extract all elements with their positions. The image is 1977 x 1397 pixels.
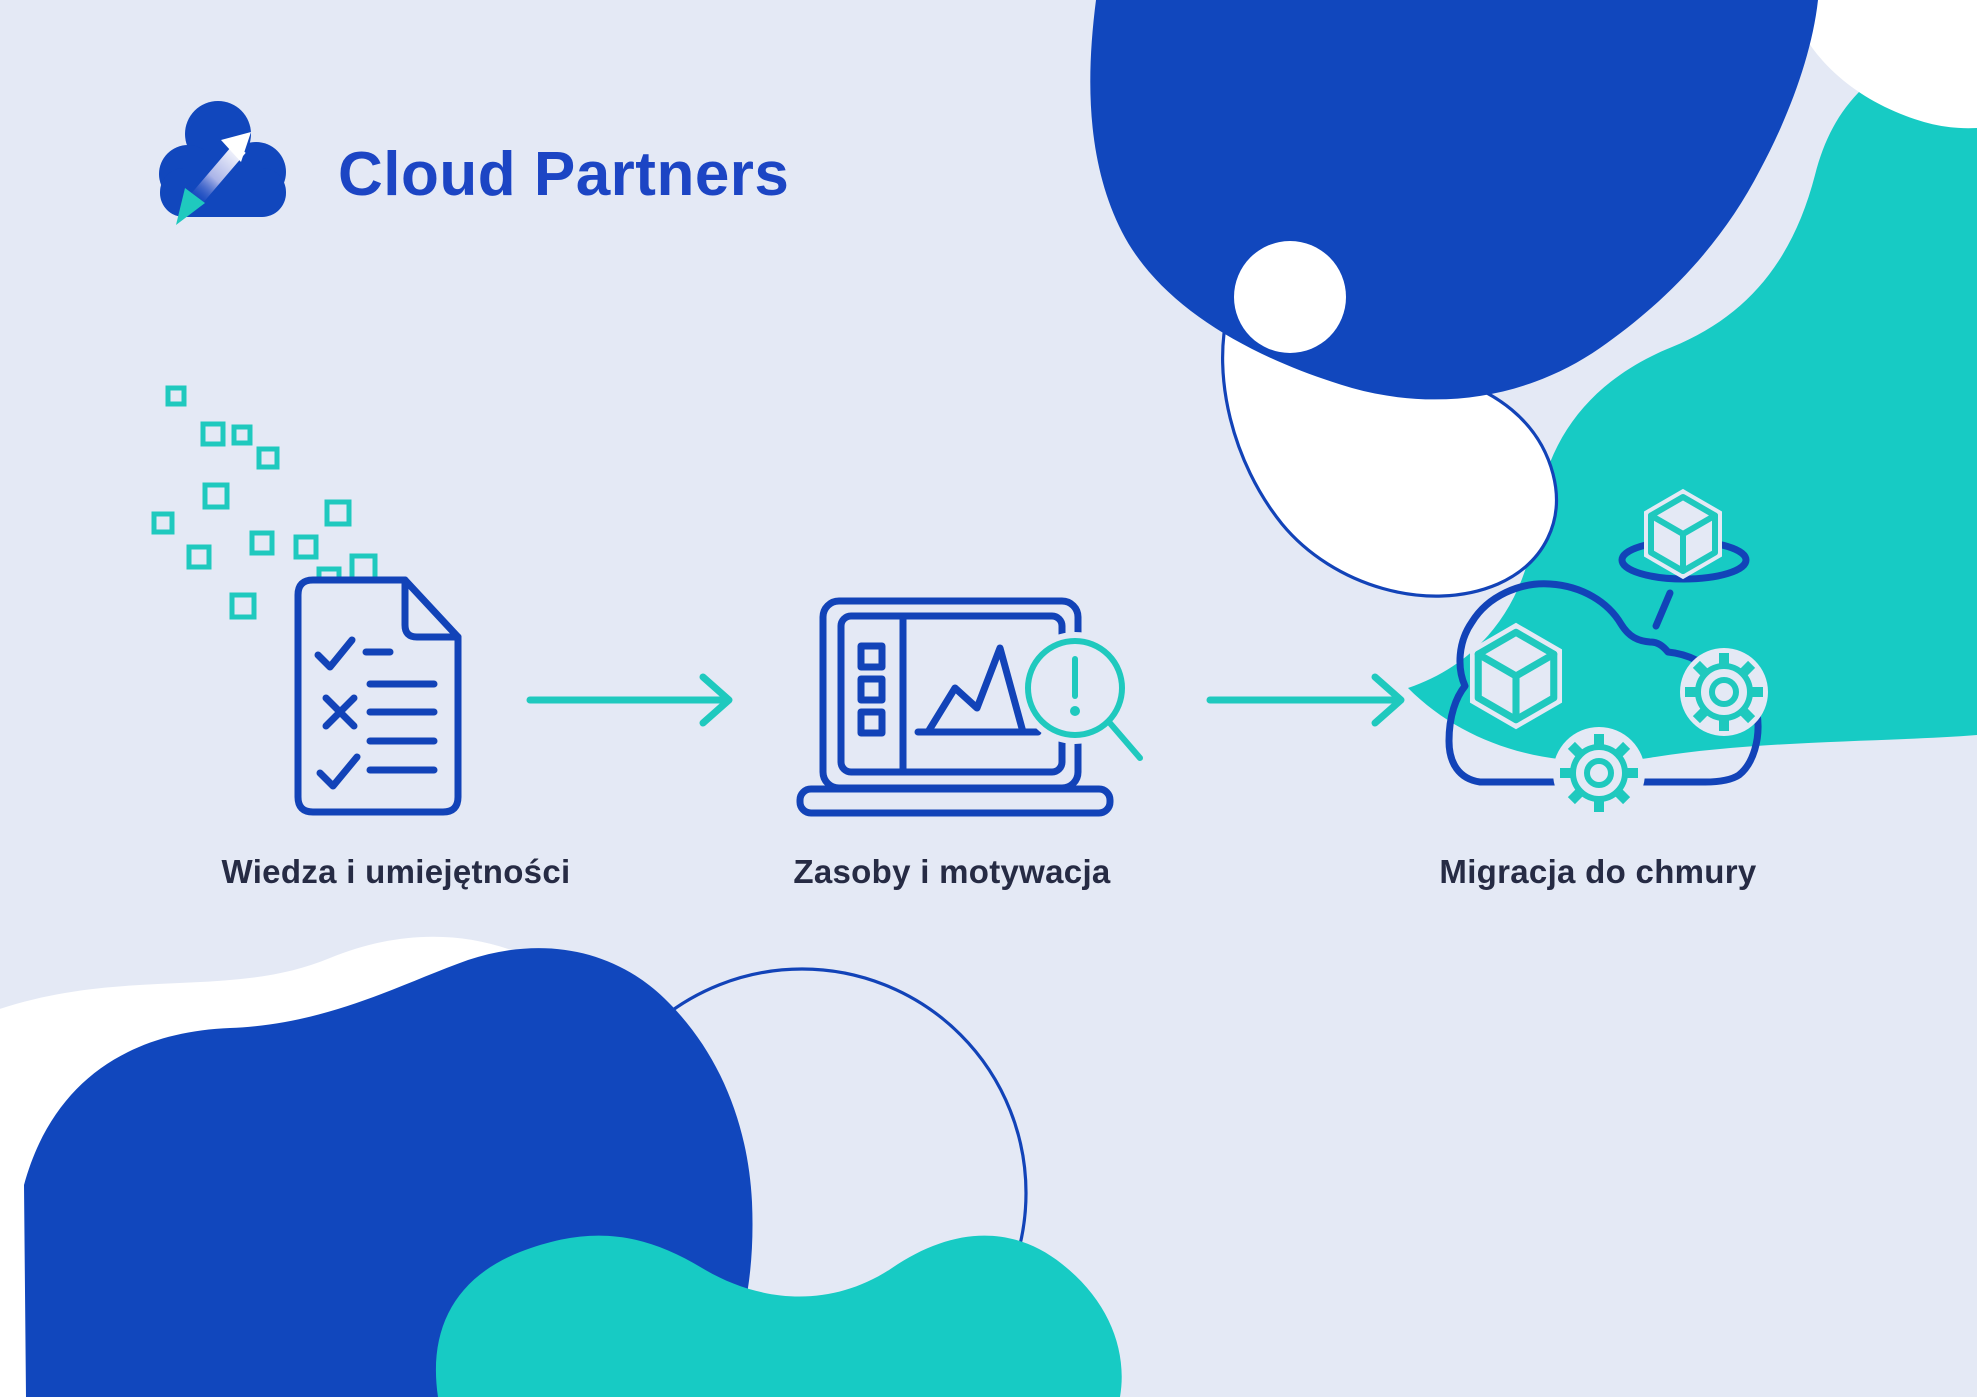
cube-icon xyxy=(1469,622,1563,730)
laptop-analytics-alert-icon xyxy=(796,597,1151,817)
pixel-squares-decoration xyxy=(151,385,378,620)
cube-icon xyxy=(1644,488,1722,580)
decor-white-circle xyxy=(1234,241,1346,353)
gear-icon xyxy=(1553,727,1645,819)
alert-magnifier-icon xyxy=(1019,632,1151,769)
logo-cloud-icon xyxy=(159,101,286,225)
logo-arrow-shaft xyxy=(187,143,246,208)
line-chart xyxy=(914,644,1042,736)
gear-icon xyxy=(1680,648,1768,736)
document-fold xyxy=(401,576,462,641)
laptop-base xyxy=(796,785,1114,817)
logo-arrow-up-icon xyxy=(221,132,251,162)
cloud-migration-icon xyxy=(1445,488,1768,819)
blob-top-right-white-corner xyxy=(1788,0,1977,129)
step-label-migration: Migracja do chmury xyxy=(1439,853,1757,890)
step-label-resources: Zasoby i motywacja xyxy=(793,853,1111,890)
step-label-knowledge: Wiedza i umiejętności xyxy=(221,853,571,890)
connector-line xyxy=(1652,589,1674,630)
menu-squares xyxy=(857,642,886,737)
arrow-right-icon xyxy=(1206,673,1405,727)
cloud-partners-logo xyxy=(159,101,286,225)
cloud-outline xyxy=(1445,580,1762,786)
blob-bottom-teal xyxy=(435,1235,1122,1397)
logo-arrow-down-icon xyxy=(176,188,205,225)
exclamation-dot xyxy=(1070,706,1080,716)
checklist-document-icon xyxy=(151,385,462,816)
arrow-right-icon xyxy=(526,673,733,727)
brand-title: Cloud Partners xyxy=(338,140,790,209)
checklist-rows xyxy=(314,636,438,790)
